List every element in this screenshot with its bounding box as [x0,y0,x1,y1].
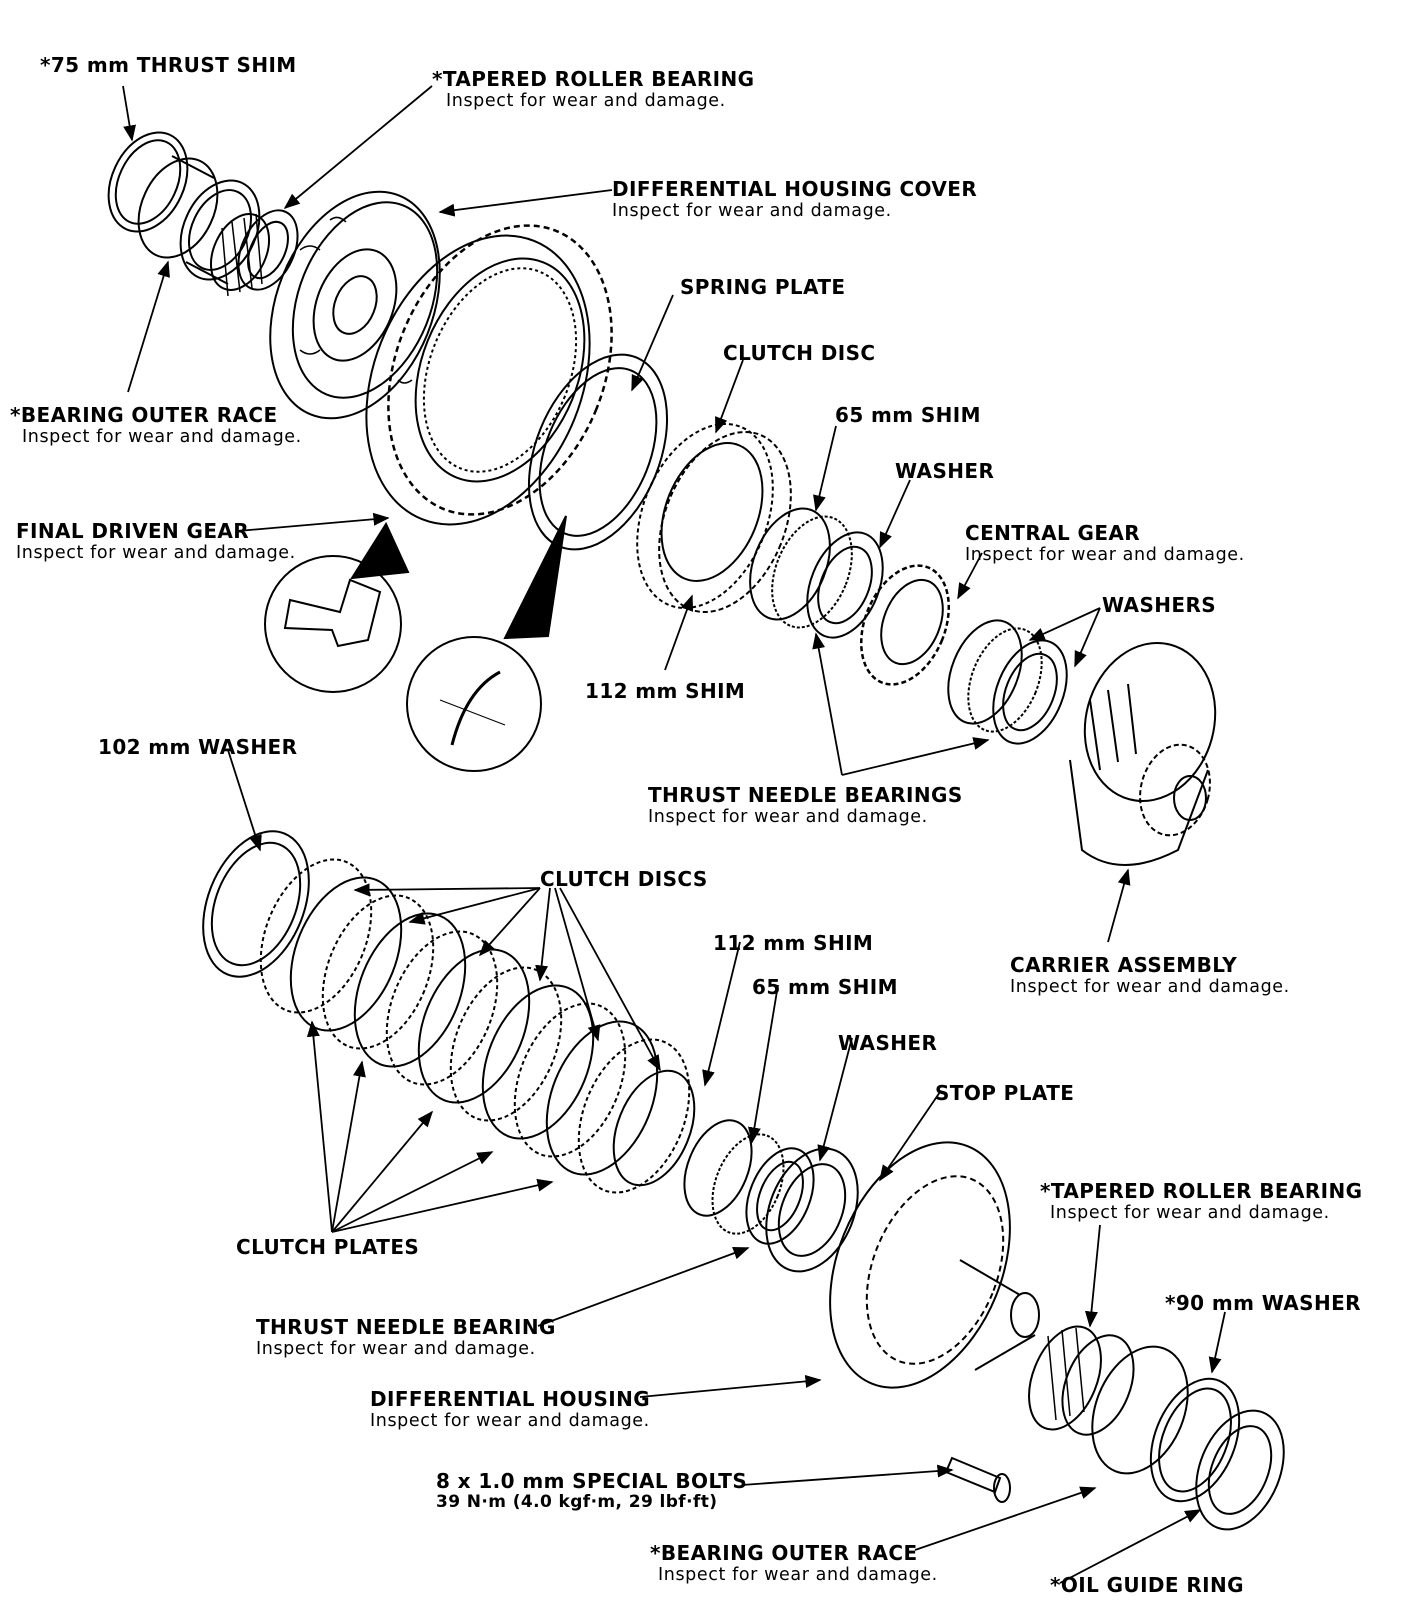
gear-tooth-detail-callout [264,521,410,693]
label-stop-plate: STOP PLATE [935,1082,1074,1105]
label-differential-housing: DIFFERENTIAL HOUSING Inspect for wear an… [370,1387,651,1432]
label-washers: WASHERS [1102,594,1216,617]
washer-102-part [202,830,310,978]
label-subtitle: Inspect for wear and damage. [370,1411,650,1431]
tapered-roller-bearing-bottom-part [1028,1325,1135,1436]
label-carrier-assembly: CARRIER ASSEMBLY Inspect for wear and da… [1010,953,1290,998]
label-title: 65 mm SHIM [835,403,981,427]
label-title: 8 x 1.0 mm SPECIAL BOLTS [436,1469,748,1493]
label-subtitle: Inspect for wear and damage. [256,1339,536,1359]
label-thrust-needle-bearings: THRUST NEEDLE BEARINGS Inspect for wear … [648,783,963,828]
label-65mm-shim-top: 65 mm SHIM [835,404,981,427]
label-differential-housing-cover: DIFFERENTIAL HOUSING COVER Inspect for w… [612,177,978,222]
clutch-disc-top-part [636,423,792,614]
differential-housing-cover-part [269,190,441,420]
label-clutch-plates: CLUTCH PLATES [236,1236,419,1259]
stop-plate-part [765,1147,859,1273]
label-title: WASHER [895,459,995,483]
bearing-outer-race-bottom-part [1091,1345,1189,1475]
label-oil-guide-ring: *OIL GUIDE RING [1050,1574,1244,1597]
label-tapered-roller-bearing-top: *TAPERED ROLLER BEARING Inspect for wear… [432,67,755,112]
label-subtitle: Inspect for wear and damage. [612,201,892,221]
label-washer-bottom: WASHER [838,1032,937,1055]
oil-guide-ring-part [1195,1409,1285,1531]
label-final-driven-gear: FINAL DRIVEN GEAR Inspect for wear and d… [16,519,296,564]
label-torque-spec: 39 N·m (4.0 kgf·m, 29 lbf·ft) [436,1492,718,1512]
label-title: CLUTCH DISCS [540,867,708,891]
label-title: CENTRAL GEAR [965,521,1141,545]
label-central-gear: CENTRAL GEAR Inspect for wear and damage… [965,521,1245,566]
label-title: CLUTCH DISC [723,341,876,365]
spring-plate-part [527,353,669,551]
label-bearing-outer-race-top: *BEARING OUTER RACE Inspect for wear and… [10,403,302,448]
label-tapered-roller-bearing-bottom: *TAPERED ROLLER BEARING Inspect for wear… [1040,1179,1363,1224]
label-title: *75 mm THRUST SHIM [40,53,297,77]
label-spring-plate: SPRING PLATE [680,276,845,299]
label-title: FINAL DRIVEN GEAR [16,519,250,543]
clutch-pack-part [259,858,696,1194]
label-102mm-washer: 102 mm WASHER [98,736,297,759]
label-thrust-shim-75: *75 mm THRUST SHIM [40,54,297,77]
label-title: THRUST NEEDLE BEARINGS [648,783,963,807]
spring-plate-detail-callout [406,515,567,772]
tapered-roller-bearing-top-part [209,209,299,297]
washers-middle-part [947,619,1068,745]
final-driven-gear-part [365,224,613,526]
label-subtitle: Inspect for wear and damage. [446,91,726,111]
label-title: 102 mm WASHER [98,735,298,759]
label-title: *TAPERED ROLLER BEARING [1040,1179,1363,1203]
label-title: WASHERS [1102,593,1217,617]
thrust-shim-75-part [107,131,189,233]
bearing-outer-race-top-part [137,155,261,285]
label-title: 65 mm SHIM [752,975,898,999]
label-title: WASHER [838,1031,938,1055]
label-title: 112 mm SHIM [585,679,746,703]
shims-bottom-part [683,1119,815,1245]
label-title: STOP PLATE [935,1081,1075,1105]
label-subtitle: Inspect for wear and damage. [1010,977,1290,997]
thrust-needle-bearings-top-part [749,507,884,639]
label-subtitle: Inspect for wear and damage. [965,545,1245,565]
label-title: DIFFERENTIAL HOUSING [370,1387,651,1411]
leader-lines [122,85,1226,1584]
label-title: SPRING PLATE [680,275,846,299]
label-bearing-outer-race-bottom: *BEARING OUTER RACE Inspect for wear and… [650,1541,938,1586]
label-title: *OIL GUIDE RING [1050,1573,1244,1597]
label-65mm-shim-bottom: 65 mm SHIM [752,976,898,999]
washer-90-part [1149,1377,1241,1503]
label-90mm-washer: *90 mm WASHER [1165,1292,1361,1315]
label-title: *BEARING OUTER RACE [650,1541,918,1565]
label-title: *BEARING OUTER RACE [10,403,278,427]
label-clutch-disc: CLUTCH DISC [723,342,876,365]
label-subtitle: Inspect for wear and damage. [1050,1203,1330,1223]
label-title: 112 mm SHIM [713,931,874,955]
label-title: THRUST NEEDLE BEARING [256,1315,556,1339]
label-thrust-needle-bearing: THRUST NEEDLE BEARING Inspect for wear a… [256,1315,556,1360]
label-subtitle: Inspect for wear and damage. [658,1565,938,1585]
label-title: *TAPERED ROLLER BEARING [432,67,755,91]
label-112mm-shim-bottom: 112 mm SHIM [713,932,873,955]
label-title: DIFFERENTIAL HOUSING COVER [612,177,978,201]
central-gear-part [859,564,951,686]
label-title: CLUTCH PLATES [236,1235,420,1259]
label-clutch-discs: CLUTCH DISCS [540,868,708,891]
label-washer-top: WASHER [895,460,994,483]
label-112mm-shim-top: 112 mm SHIM [585,680,745,703]
label-subtitle: Inspect for wear and damage. [16,543,296,563]
label-subtitle: Inspect for wear and damage. [648,807,928,827]
label-title: *90 mm WASHER [1165,1291,1361,1315]
carrier-assembly-part [1069,641,1217,866]
label-title: CARRIER ASSEMBLY [1010,953,1238,977]
label-subtitle: Inspect for wear and damage. [22,427,302,447]
differential-housing-part [829,1141,1040,1389]
label-special-bolts: 8 x 1.0 mm SPECIAL BOLTS 39 N·m (4.0 kgf… [436,1470,747,1513]
special-bolt-part [944,1456,1011,1503]
